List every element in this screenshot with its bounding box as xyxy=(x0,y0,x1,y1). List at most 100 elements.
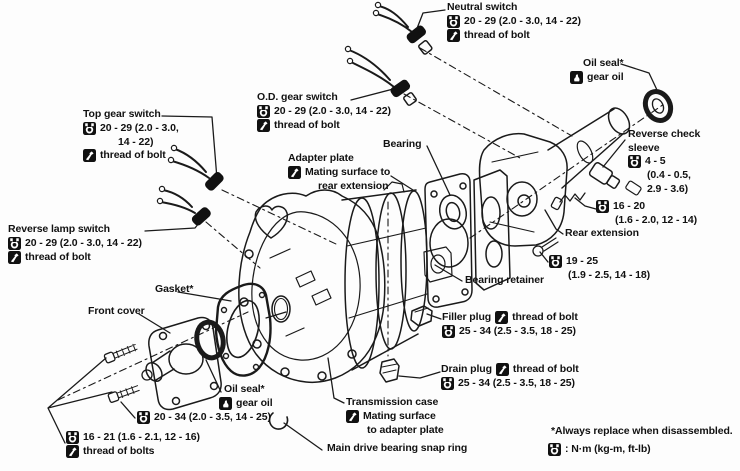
filler-plug-part xyxy=(410,305,433,327)
adapter-gasket-part xyxy=(473,169,511,291)
clutch-housing-part xyxy=(238,189,386,384)
torque-spec: 14 - 22) xyxy=(118,135,154,148)
torque-spec: 20 - 29 (2.0 - 3.0, 14 - 22) xyxy=(25,236,142,249)
bearing-part xyxy=(438,194,468,230)
part-label: Filler plug xyxy=(442,311,492,324)
part-label: Adapter plate xyxy=(288,152,354,164)
callout-neutral-switch: Neutral switch 20 - 29 (2.0 - 3.0, 14 - … xyxy=(447,1,581,42)
gasket-part xyxy=(214,282,272,377)
sealant-note: rear extension xyxy=(318,179,389,192)
torque-wrench-icon xyxy=(441,377,454,390)
sealant-icon xyxy=(257,118,270,132)
torque-spec: 2.9 - 3.6) xyxy=(647,182,689,195)
callout-rear-extension: Rear extension xyxy=(565,227,639,241)
torque-spec: (1.6 - 2.0, 12 - 14) xyxy=(615,214,698,226)
part-label: sleeve xyxy=(628,141,660,154)
torque-unit-legend: : N·m (kg-m, ft-lb) xyxy=(548,443,651,456)
sealant-note: thread of bolt xyxy=(25,250,91,263)
legend-text: : N·m (kg-m, ft-lb) xyxy=(565,443,651,456)
gear-oil-icon xyxy=(219,396,232,410)
torque-spec: 20 - 34 (2.0 - 3.5, 14 - 25) xyxy=(154,411,271,424)
callout-front-cover-bolts: 16 - 21 (1.6 - 2.1, 12 - 16) thread of b… xyxy=(66,431,200,458)
torque-wrench-icon xyxy=(596,200,609,213)
drain-plug-part xyxy=(379,358,400,383)
sealant-note: Mating surface to xyxy=(305,165,391,178)
torque-wrench-icon xyxy=(549,255,562,268)
oil-note: gear oil xyxy=(587,70,624,83)
transmission-case-part xyxy=(341,181,428,371)
rear-extension-part xyxy=(478,107,631,247)
sealant-icon xyxy=(288,165,301,179)
leader-lines xyxy=(47,9,658,451)
sealant-note: thread of bolt xyxy=(512,363,579,376)
oil-seal-rear-part xyxy=(642,89,674,123)
part-label: Drain plug xyxy=(441,363,492,376)
reverse-check-sleeve-part xyxy=(588,162,642,196)
torque-spec: 20 - 29 (2.0 - 3.0, 14 - 22) xyxy=(464,14,581,27)
callout-main-drive-snap-ring: Main drive bearing snap ring xyxy=(327,442,467,456)
sealant-icon xyxy=(447,28,460,42)
sealant-note: thread of bolt xyxy=(274,118,340,131)
sealant-icon xyxy=(66,445,79,458)
callout-drain-plug: Drain plug thread of bolt 25 - 34 (2.5 - … xyxy=(441,363,579,390)
torque-wrench-icon xyxy=(137,411,150,424)
part-label: Oil seal* xyxy=(224,383,265,395)
torque-wrench-icon xyxy=(257,104,270,118)
torque-wrench-icon xyxy=(548,443,561,456)
sealant-note: thread of bolt xyxy=(100,149,166,162)
part-label: Bearing xyxy=(383,138,422,150)
footnote-text: *Always replace when disassembled. xyxy=(551,425,733,437)
torque-spec: 16 - 21 (1.6 - 2.1, 12 - 16) xyxy=(83,431,200,444)
part-label: Reverse check xyxy=(628,128,701,140)
callout-reverse-lamp-switch: Reverse lamp switch 20 - 29 (2.0 - 3.0, … xyxy=(8,223,142,264)
callout-bearing-retainer: Bearing retainer xyxy=(465,274,544,288)
retainer-bolt-part xyxy=(532,237,559,257)
bearing-retainer-part xyxy=(423,246,453,283)
oil-seal-front-part xyxy=(194,319,226,361)
callout-reverse-check-sleeve: Reverse check sleeve 4 - 5 (0.4 - 0.5, 2… xyxy=(628,128,700,195)
footnote: *Always replace when disassembled. xyxy=(551,425,733,438)
torque-spec: (0.4 - 0.5, xyxy=(647,169,691,182)
callout-adapter-plate: Adapter plate Mating surface to rear ext… xyxy=(288,152,390,192)
torque-spec: (1.9 - 2.5, 14 - 18) xyxy=(568,269,651,281)
sealant-note: Mating surface xyxy=(363,409,436,422)
callout-front-cover-plug-torque: 20 - 34 (2.0 - 3.5, 14 - 25) xyxy=(137,411,271,424)
oil-note: gear oil xyxy=(236,396,273,409)
part-label: Main drive bearing snap ring xyxy=(327,442,468,454)
torque-spec: 20 - 29 (2.0 - 3.0, 14 - 22) xyxy=(274,104,391,117)
sealant-icon xyxy=(83,149,96,163)
check-plug-part xyxy=(550,192,586,211)
part-label: O.D. gear switch xyxy=(257,91,338,103)
callout-oil-seal-front: Oil seal* gear oil xyxy=(219,383,273,410)
part-label: Front cover xyxy=(88,305,145,317)
sealant-note: thread of bolts xyxy=(83,445,155,458)
callout-gasket: Gasket* xyxy=(155,283,194,297)
torque-spec: 25 - 34 (2.5 - 3.5, 18 - 25) xyxy=(458,377,575,390)
torque-spec: 4 - 5 xyxy=(645,155,666,168)
callout-transmission-case: Transmission case Mating surface to adap… xyxy=(346,396,444,436)
torque-wrench-icon xyxy=(628,155,641,169)
sealant-icon xyxy=(495,363,509,376)
torque-spec: 20 - 29 (2.0 - 3.0, xyxy=(100,121,179,134)
part-label: Reverse lamp switch xyxy=(8,223,110,235)
gear-oil-icon xyxy=(570,70,583,84)
sealant-note: thread of bolt xyxy=(512,311,578,324)
sealant-note: thread of bolt xyxy=(464,28,530,41)
sealant-icon xyxy=(8,250,21,264)
neutral-switch-part xyxy=(372,1,433,55)
torque-spec: 16 - 20 xyxy=(613,200,645,213)
callout-front-cover: Front cover xyxy=(88,305,145,319)
torque-wrench-icon xyxy=(83,121,96,135)
part-label: Oil seal* xyxy=(583,57,624,69)
top-gear-switch-part xyxy=(167,144,224,191)
od-gear-switch-part xyxy=(344,45,417,106)
front-cover-part xyxy=(145,316,222,411)
torque-wrench-icon xyxy=(447,14,460,28)
sealant-icon xyxy=(495,311,509,324)
o-ring-part xyxy=(271,295,291,323)
part-label: Rear extension xyxy=(565,227,639,239)
torque-wrench-icon xyxy=(442,325,455,338)
callout-bearing-retainer-bolts: 19 - 25 (1.9 - 2.5, 14 - 18) xyxy=(549,255,650,282)
